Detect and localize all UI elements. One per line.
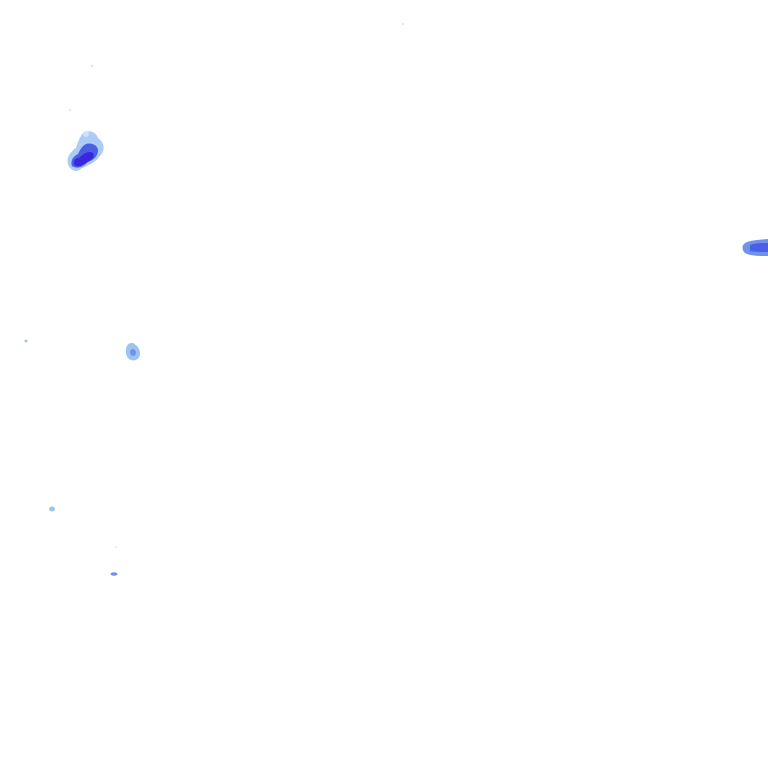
precipitation-cell-west bbox=[24, 339, 141, 361]
echo-speck bbox=[110, 572, 118, 576]
echo-speck bbox=[24, 339, 28, 343]
echo-speck bbox=[115, 546, 117, 548]
precipitation-specks-southwest bbox=[49, 23, 404, 576]
echo-speck bbox=[49, 506, 55, 512]
echo-speck bbox=[90, 64, 94, 68]
precipitation-cell-east bbox=[742, 239, 768, 256]
echo-speck bbox=[402, 23, 404, 25]
echo-speck bbox=[83, 131, 89, 137]
echo-inner bbox=[130, 348, 137, 356]
echo-core bbox=[73, 152, 94, 167]
precipitation-cell-northwest bbox=[67, 64, 104, 171]
echo-band-core bbox=[750, 243, 768, 252]
echo-speck bbox=[69, 109, 71, 111]
